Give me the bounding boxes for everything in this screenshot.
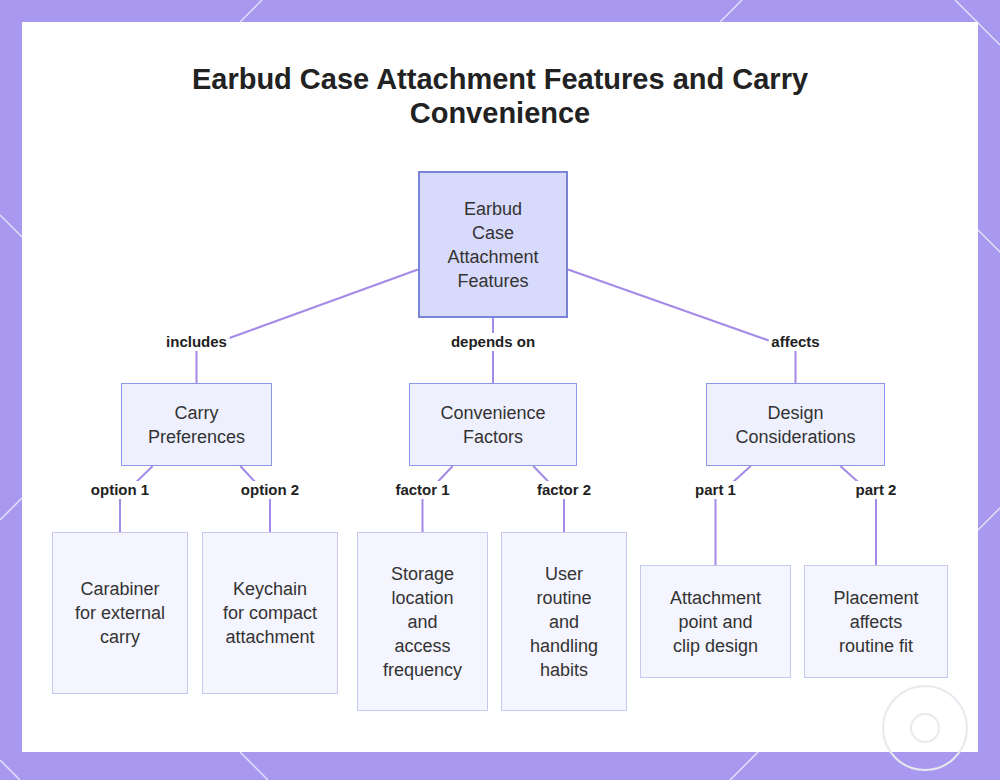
edge-label: option 1 <box>88 481 152 499</box>
box-text: Storage location and access frequency <box>381 562 465 682</box>
logo-mark-inner <box>911 714 939 742</box>
logo-mark <box>883 686 967 770</box>
connector-line <box>120 466 153 532</box>
box-text: Convenience Factors <box>428 401 558 449</box>
connector-line <box>568 269 796 383</box>
edge-label: factor 2 <box>534 481 594 499</box>
detail-box: Placement affects routine fit <box>804 565 948 678</box>
box-text: Carry Preferences <box>137 401 257 449</box>
edge-label: factor 1 <box>392 481 452 499</box>
detail-box: Keychain for compact attachment <box>202 532 338 694</box>
connector-line <box>197 269 419 383</box>
edge-label: affects <box>768 333 822 351</box>
category-box: Design Considerations <box>706 383 885 466</box>
connector-line <box>423 466 453 532</box>
category-box: Carry Preferences <box>121 383 272 466</box>
box-text: Keychain for compact attachment <box>222 577 318 649</box>
detail-box: User routine and handling habits <box>501 532 627 711</box>
edge-label: includes <box>163 333 230 351</box>
edge-label: part 1 <box>692 481 739 499</box>
detail-box: Carabiner for external carry <box>52 532 188 694</box>
box-text: User routine and handling habits <box>524 562 604 682</box>
edge-label: depends on <box>448 333 538 351</box>
box-text: Earbud Case Attachment Features <box>443 197 543 293</box>
detail-box: Attachment point and clip design <box>640 565 791 678</box>
box-text: Carabiner for external carry <box>70 577 170 649</box>
category-box: Convenience Factors <box>409 383 577 466</box>
box-text: Design Considerations <box>721 401 871 449</box>
box-text: Placement affects routine fit <box>826 586 926 658</box>
edge-label: option 2 <box>238 481 302 499</box>
detail-box: Storage location and access frequency <box>357 532 488 711</box>
connector-line <box>240 466 270 532</box>
connector-line <box>533 466 564 532</box>
root-box: Earbud Case Attachment Features <box>418 171 568 318</box>
edge-label: part 2 <box>853 481 900 499</box>
box-text: Attachment point and clip design <box>663 586 768 658</box>
white-panel <box>22 22 978 752</box>
diagram-title: Earbud Case Attachment Features and Carr… <box>180 62 820 130</box>
